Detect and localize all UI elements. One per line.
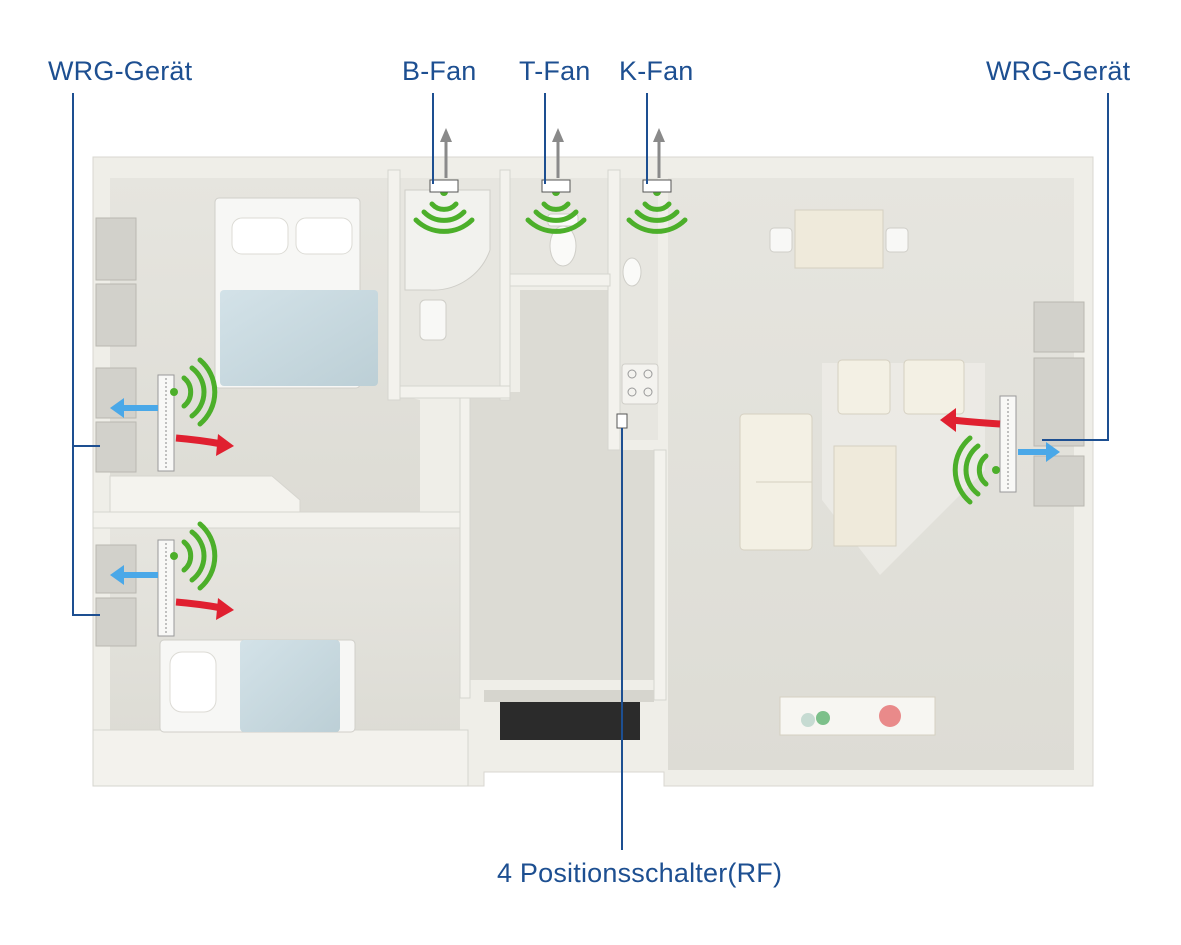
fan-unit-t	[541, 128, 571, 193]
arrow-warm-living	[940, 408, 1001, 432]
arrow-warm-bedroom-1	[175, 434, 234, 456]
wifi-icon-k-fan	[626, 188, 688, 234]
wrg-device-living	[999, 395, 1017, 493]
label-wrg-right: WRG-Gerät	[986, 56, 1131, 86]
windows-right	[1033, 301, 1085, 507]
arrow-cool-living	[1018, 442, 1060, 462]
interior-walls	[92, 169, 667, 787]
arrow-cool-bedroom-1	[110, 398, 158, 418]
wifi-icon-bedroom-1	[170, 357, 218, 427]
fan-unit-k	[642, 128, 672, 193]
label-k-fan: K-Fan	[619, 56, 694, 86]
arrow-warm-bedroom-2	[175, 598, 234, 620]
label-b-fan: B-Fan	[402, 56, 477, 86]
tv-sideboard	[779, 696, 936, 736]
wrg-device-bedroom-2	[157, 539, 175, 637]
bed-double	[214, 197, 378, 389]
arrow-cool-bedroom-2	[110, 565, 158, 585]
fan-unit-b	[429, 128, 459, 193]
armchairs	[837, 359, 965, 415]
switch-device	[616, 413, 628, 429]
coffee-table	[833, 445, 897, 547]
label-t-fan: T-Fan	[519, 56, 591, 86]
windows-left	[95, 217, 137, 647]
bed-single	[159, 639, 356, 733]
kitchen-fixtures	[616, 257, 659, 429]
label-switch: 4 Positionsschalter(RF)	[497, 858, 783, 888]
label-wrg-left: WRG-Gerät	[48, 56, 193, 86]
wifi-icon-bedroom-2	[170, 521, 218, 591]
sofa	[739, 413, 813, 551]
wrg-device-bedroom-1	[157, 374, 175, 472]
dining-table	[769, 209, 909, 269]
wifi-icon-living	[952, 435, 1000, 505]
leader-lines	[72, 93, 1109, 850]
desk-bedroom-1	[109, 475, 301, 513]
